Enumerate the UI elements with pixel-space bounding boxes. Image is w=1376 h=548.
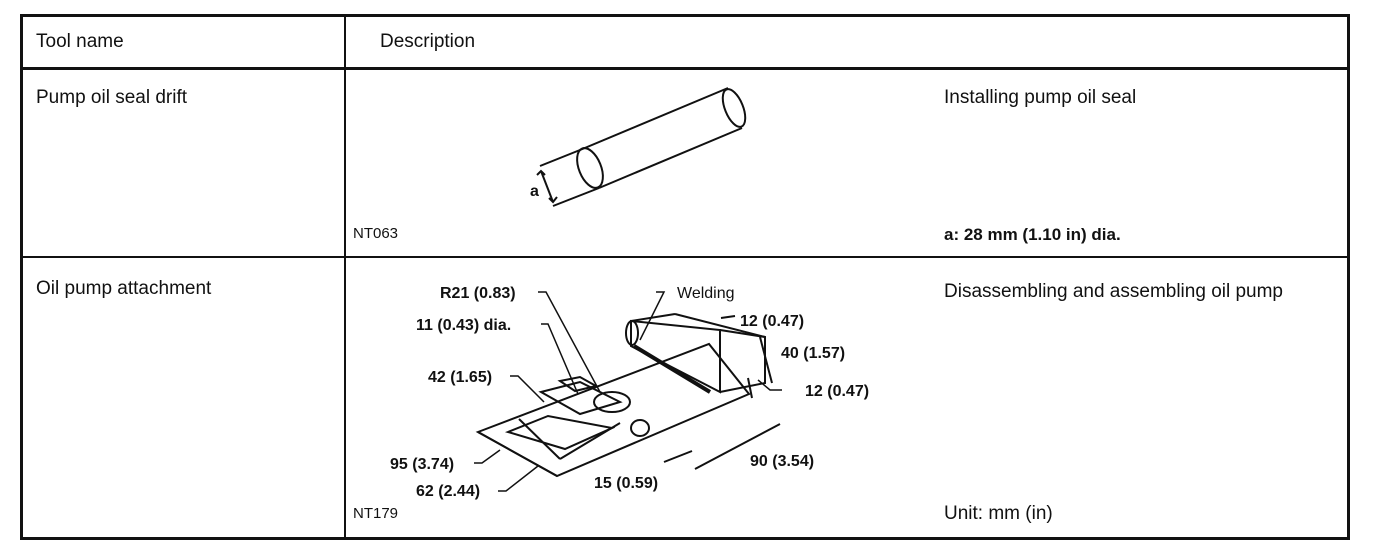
label-dim-62: 62 (2.44)	[416, 483, 480, 500]
label-r21: R21 (0.83)	[440, 285, 516, 302]
label-diameter-11: 11 (0.43) dia.	[416, 317, 511, 334]
row-2-unit: Unit: mm (in)	[944, 503, 1053, 524]
row-2-use: Disassembling and assembling oil pump	[944, 281, 1284, 302]
label-welding: Welding	[677, 285, 735, 302]
header-tool-name: Tool name	[36, 31, 124, 52]
row-2-tool-name: Oil pump attachment	[36, 278, 212, 299]
label-dim-42: 42 (1.65)	[428, 369, 492, 386]
drift-dimension-label: a	[530, 183, 539, 200]
table-border	[20, 14, 1350, 540]
row-1-spec: a: 28 mm (1.10 in) dia.	[944, 225, 1121, 244]
row-2-figure-code: NT179	[353, 505, 399, 522]
label-dim-95: 95 (3.74)	[390, 456, 454, 473]
header-description: Description	[380, 31, 476, 52]
row-divider	[20, 256, 1350, 258]
label-dim-15: 15 (0.59)	[594, 475, 658, 492]
column-divider	[344, 14, 346, 540]
label-dim-90: 90 (3.54)	[750, 453, 814, 470]
label-dim-12-top: 12 (0.47)	[740, 313, 804, 330]
header-divider	[20, 67, 1350, 70]
row-1-use: Installing pump oil seal	[944, 87, 1137, 108]
row-1-figure-code: NT063	[353, 225, 399, 242]
label-dim-40: 40 (1.57)	[781, 345, 845, 362]
row-1-tool-name: Pump oil seal drift	[36, 87, 188, 108]
label-dim-12-side: 12 (0.47)	[805, 383, 869, 400]
